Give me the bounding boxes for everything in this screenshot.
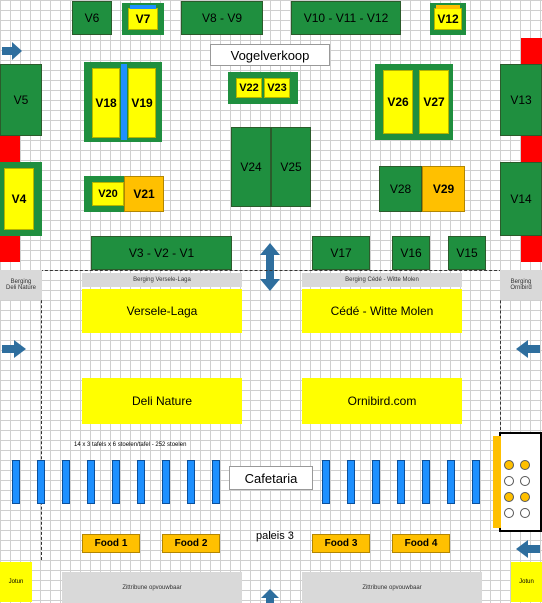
storage-right-line-2: Ornibird (510, 285, 532, 291)
stand-v14: V14 (500, 162, 542, 236)
stand-v15: V15 (448, 236, 486, 270)
double-arrow-vertical-icon (258, 242, 282, 292)
stand-v12-top-bar (436, 5, 460, 9)
cafetaria-table (347, 460, 355, 504)
arrow-up-icon (259, 588, 281, 603)
stand-v25: V25 (271, 127, 311, 207)
stand-v10-v11-v12: V10 - V11 - V12 (291, 1, 401, 35)
red-block-right-2 (521, 136, 542, 162)
red-block-right-3 (521, 236, 542, 262)
stand-v19: V19 (128, 68, 156, 138)
storage-cede-witte-molen: Berging Cédé - Witte Molen (302, 273, 462, 287)
stand-v17: V17 (312, 236, 370, 270)
title-vogelverkoop: Vogelverkoop (210, 44, 330, 66)
seat-round (504, 460, 514, 470)
storage-left-line-1: Berging (10, 279, 32, 285)
cafetaria-table (422, 460, 430, 504)
stand-v16: V16 (392, 236, 430, 270)
red-block-left-1 (0, 136, 20, 162)
tribune-left: Zittribune opvouwbaar (62, 572, 242, 603)
seat-round (520, 492, 530, 502)
stand-v6: V6 (72, 1, 112, 35)
storage-left-line-2: Deli Nature (5, 285, 36, 291)
stand-v21: V21 (124, 176, 164, 212)
cafetaria-table (62, 460, 70, 504)
cafetaria-table (37, 460, 45, 504)
stand-v13: V13 (500, 64, 542, 136)
red-block-right-1 (521, 38, 542, 64)
stand-v20: V20 (92, 182, 124, 206)
cafetaria-table (87, 460, 95, 504)
stand-v18-v19-divider (121, 64, 127, 140)
cafetaria-table (372, 460, 380, 504)
storage-deli-nature: Berging Deli Nature (0, 270, 42, 300)
cafetaria-table (322, 460, 330, 504)
storage-versele-laga: Berging Versele-Laga (82, 273, 242, 287)
stand-v5: V5 (0, 64, 42, 136)
stand-v23: V23 (264, 78, 290, 98)
tribune-right: Zittribune opvouwbaar (302, 572, 482, 603)
seat-round (520, 476, 530, 486)
stand-v28: V28 (379, 166, 422, 212)
jotun-left: Jotun (0, 562, 32, 602)
stand-v7-top-bar (130, 5, 156, 9)
arrow-right-icon (0, 38, 24, 64)
storage-right-line-1: Berging (510, 279, 532, 285)
stand-v12: V12 (434, 8, 462, 30)
food-stand-3: Food 3 (312, 534, 370, 553)
seat-round (504, 476, 514, 486)
sponsor-ornibird: Ornibird.com (302, 378, 462, 424)
jotun-right: Jotun (511, 562, 542, 602)
cafetaria-table (137, 460, 145, 504)
cafetaria-table (187, 460, 195, 504)
arrow-left-icon (514, 538, 542, 560)
cafetaria-table (212, 460, 220, 504)
seat-round (504, 492, 514, 502)
cafetaria-table (447, 460, 455, 504)
stand-v24: V24 (231, 127, 271, 207)
arrow-right-icon (0, 338, 28, 360)
cafetaria-table (397, 460, 405, 504)
dashed-line-horizontal (0, 270, 542, 271)
cafetaria-label: Cafetaria (229, 466, 313, 490)
stand-v8-v9: V8 - V9 (181, 1, 263, 35)
table-note: 14 x 3 tafels x 6 stoelen/tafel - 252 st… (74, 442, 187, 448)
cafetaria-table (12, 460, 20, 504)
seat-round (520, 508, 530, 518)
sponsor-deli-nature: Deli Nature (82, 378, 242, 424)
seat-round (504, 508, 514, 518)
seating-bench-orange (493, 436, 501, 528)
stand-v22: V22 (236, 78, 262, 98)
stand-v27: V27 (419, 70, 449, 134)
dashed-line-left (41, 270, 42, 560)
stand-v29: V29 (422, 166, 465, 212)
hall-label: paleis 3 (256, 530, 294, 542)
red-block-left-2 (0, 236, 20, 262)
cafetaria-table (112, 460, 120, 504)
food-stand-1: Food 1 (82, 534, 140, 553)
sponsor-cede-witte-molen: Cédé - Witte Molen (302, 289, 462, 333)
stand-v3-v2-v1: V3 - V2 - V1 (91, 236, 232, 270)
arrow-left-icon (514, 338, 542, 360)
stand-v4: V4 (4, 168, 34, 230)
stand-v26: V26 (383, 70, 413, 134)
cafetaria-table (162, 460, 170, 504)
dashed-line-right (500, 270, 501, 430)
seat-round (520, 460, 530, 470)
storage-ornibird: Berging Ornibird (500, 270, 542, 300)
stand-v7: V7 (128, 8, 158, 30)
stand-v18: V18 (92, 68, 120, 138)
food-stand-4: Food 4 (392, 534, 450, 553)
cafetaria-table (472, 460, 480, 504)
sponsor-versele-laga: Versele-Laga (82, 289, 242, 333)
food-stand-2: Food 2 (162, 534, 220, 553)
